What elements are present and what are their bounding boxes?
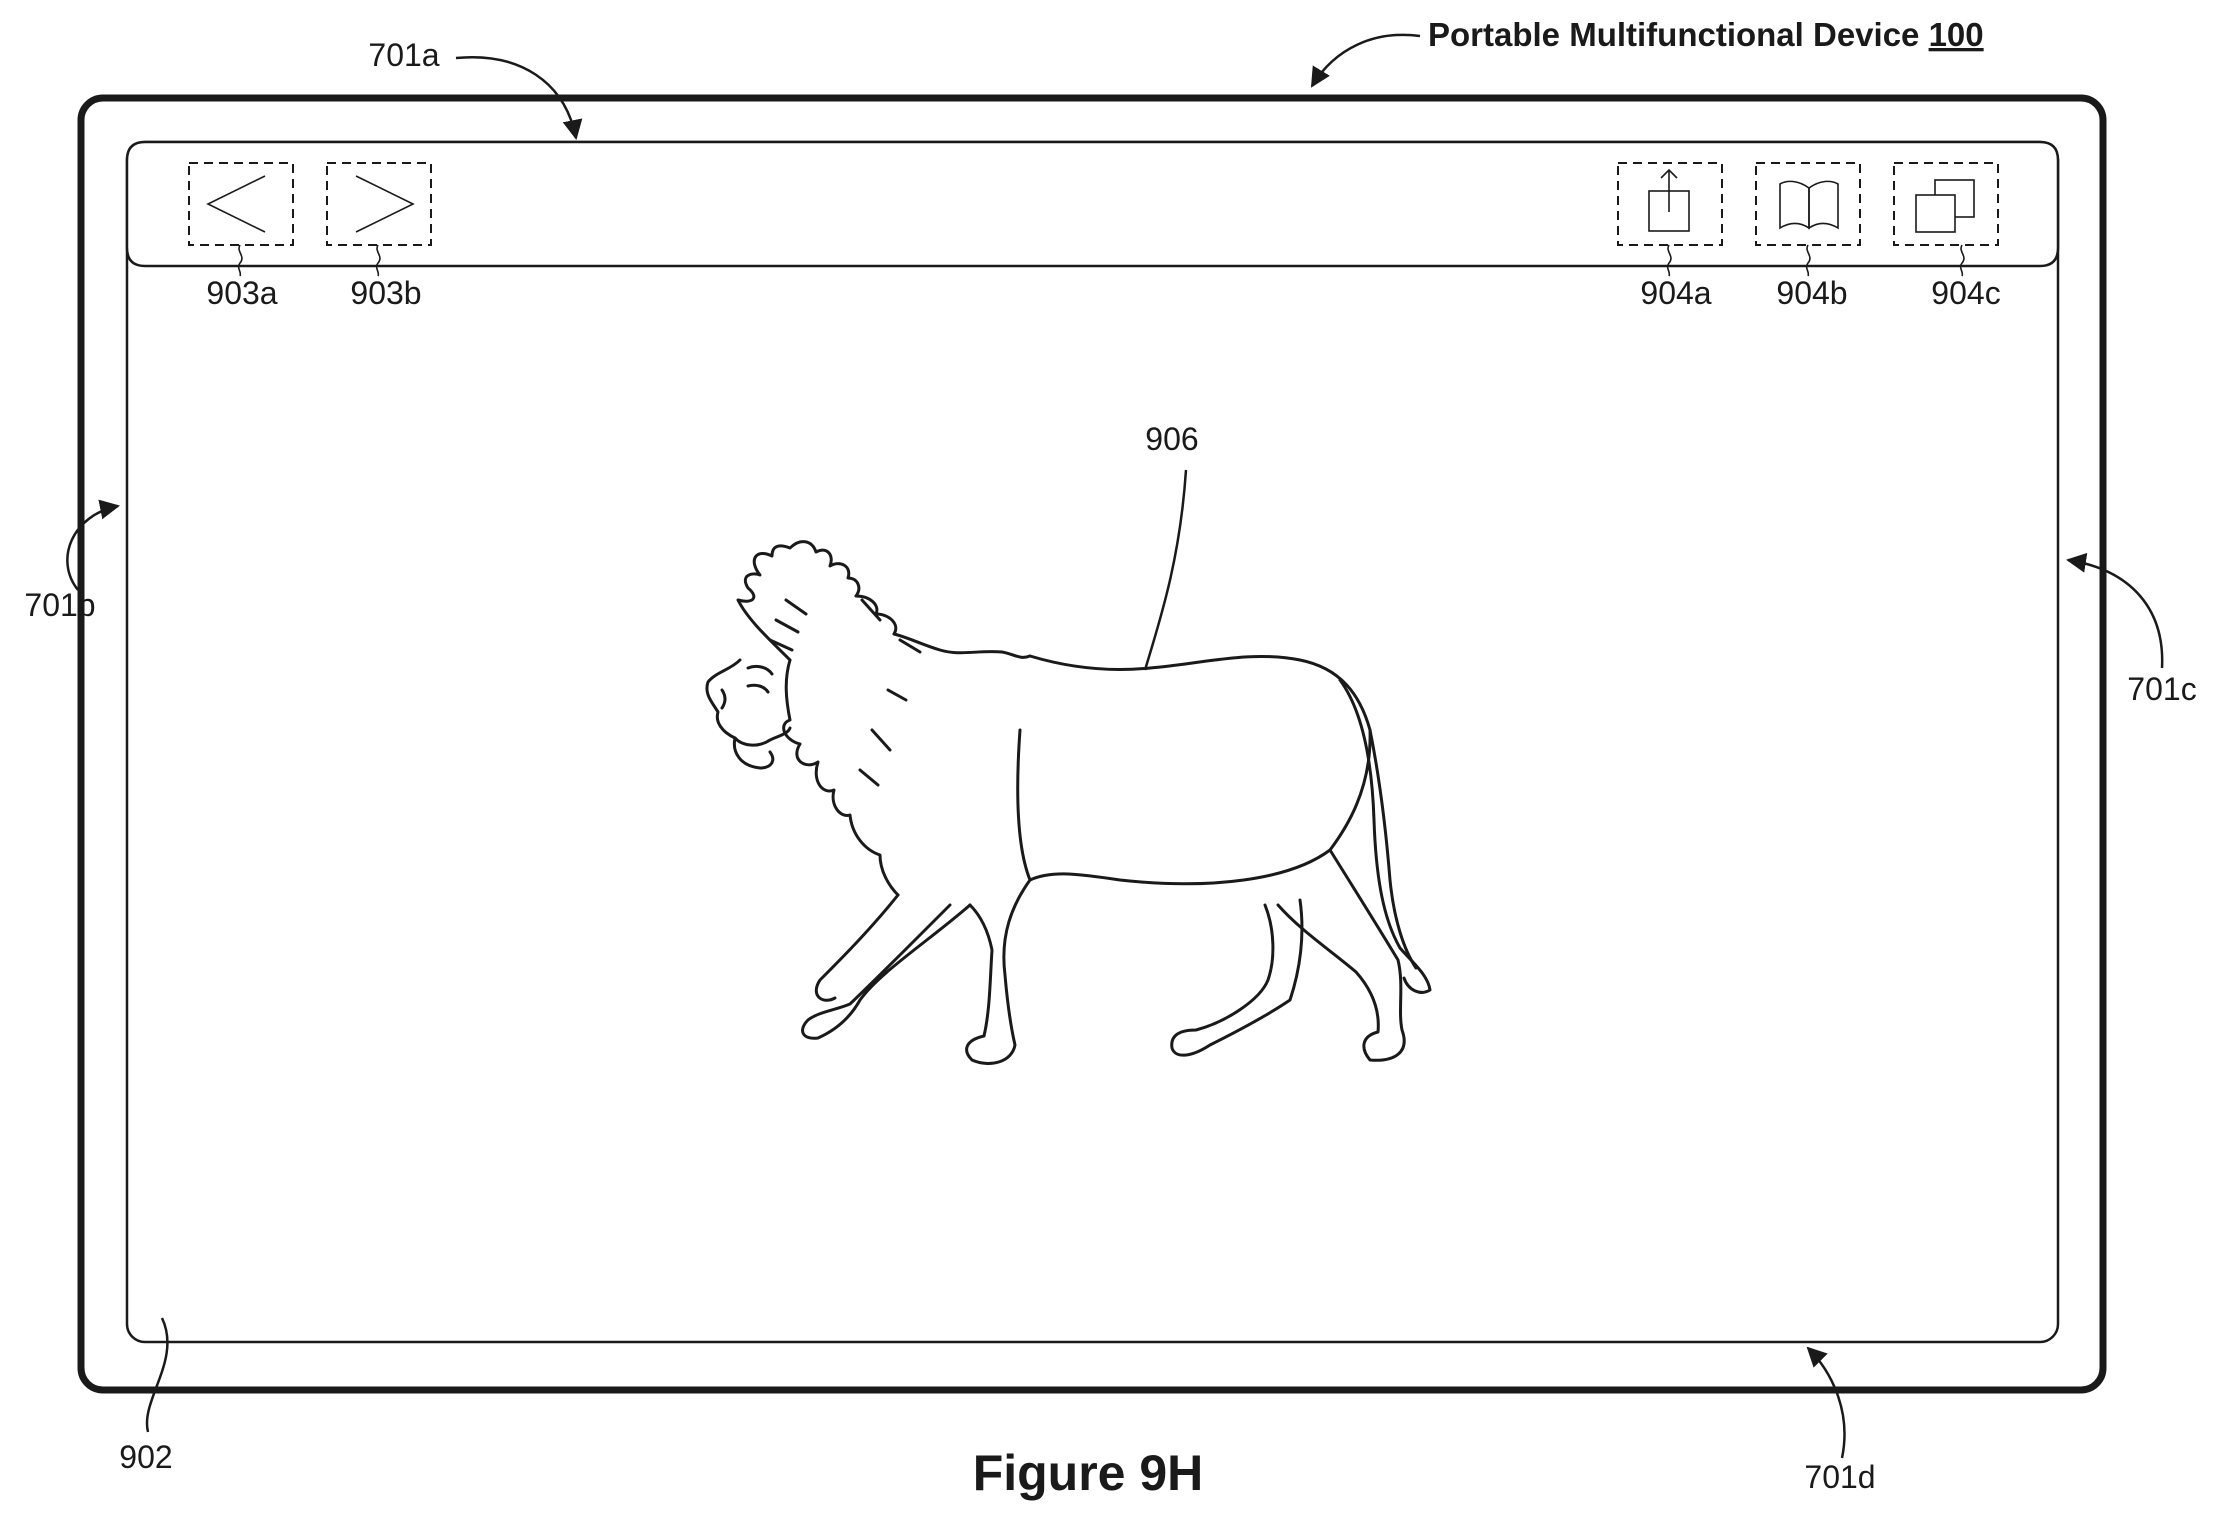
- device-title-arrow: [1312, 35, 1420, 86]
- bookmarks-button-ref: 904b: [1776, 275, 1847, 311]
- toolbar: [127, 142, 2058, 266]
- display-region: [127, 142, 2058, 1342]
- device-title: Portable Multifunctional Device 100: [1428, 16, 1984, 53]
- forward-button-ref: 903b: [350, 275, 421, 311]
- image-ref: 906: [1145, 421, 1198, 457]
- edge-bottom-arrow: [1808, 1348, 1844, 1458]
- figure-caption: Figure 9H: [973, 1445, 1204, 1501]
- edge-top-ref: 701a: [368, 37, 439, 73]
- tabs-button-ref: 904c: [1931, 275, 2000, 311]
- edge-right-arrow: [2068, 560, 2162, 668]
- edge-left-arrow: [67, 506, 118, 590]
- edge-bottom-ref: 701d: [1804, 1459, 1875, 1495]
- back-button-ref: 903a: [206, 275, 277, 311]
- edge-right-ref: 701c: [2127, 671, 2196, 707]
- share-button-ref: 904a: [1640, 275, 1711, 311]
- content-region-ref: 902: [119, 1439, 172, 1475]
- edge-left-ref: 701b: [24, 587, 95, 623]
